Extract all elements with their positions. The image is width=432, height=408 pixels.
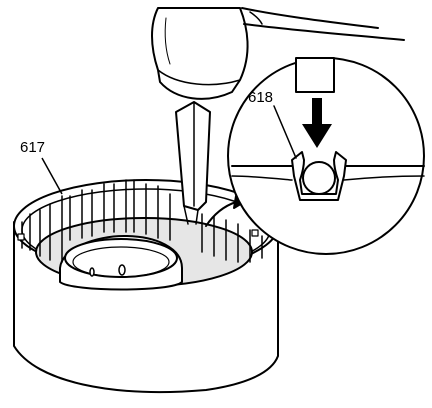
- down-arrow-icon: [302, 98, 332, 148]
- callout-618: 618: [248, 89, 273, 106]
- hammer: [151, 6, 432, 100]
- drum-splines: [21, 179, 263, 263]
- hammer-head: [151, 7, 249, 100]
- punch-tool: [175, 101, 211, 225]
- callout-617: 617: [20, 139, 45, 156]
- detail-leader-arrow: [205, 201, 237, 227]
- retainer-ball: [302, 161, 336, 195]
- detail-plunger: [295, 57, 335, 93]
- retainer-clip: [291, 151, 347, 201]
- drum-assembly: [13, 179, 279, 393]
- hammer-handle: [242, 6, 432, 36]
- callout-617-leader: [41, 157, 63, 195]
- detail-view: [227, 57, 425, 255]
